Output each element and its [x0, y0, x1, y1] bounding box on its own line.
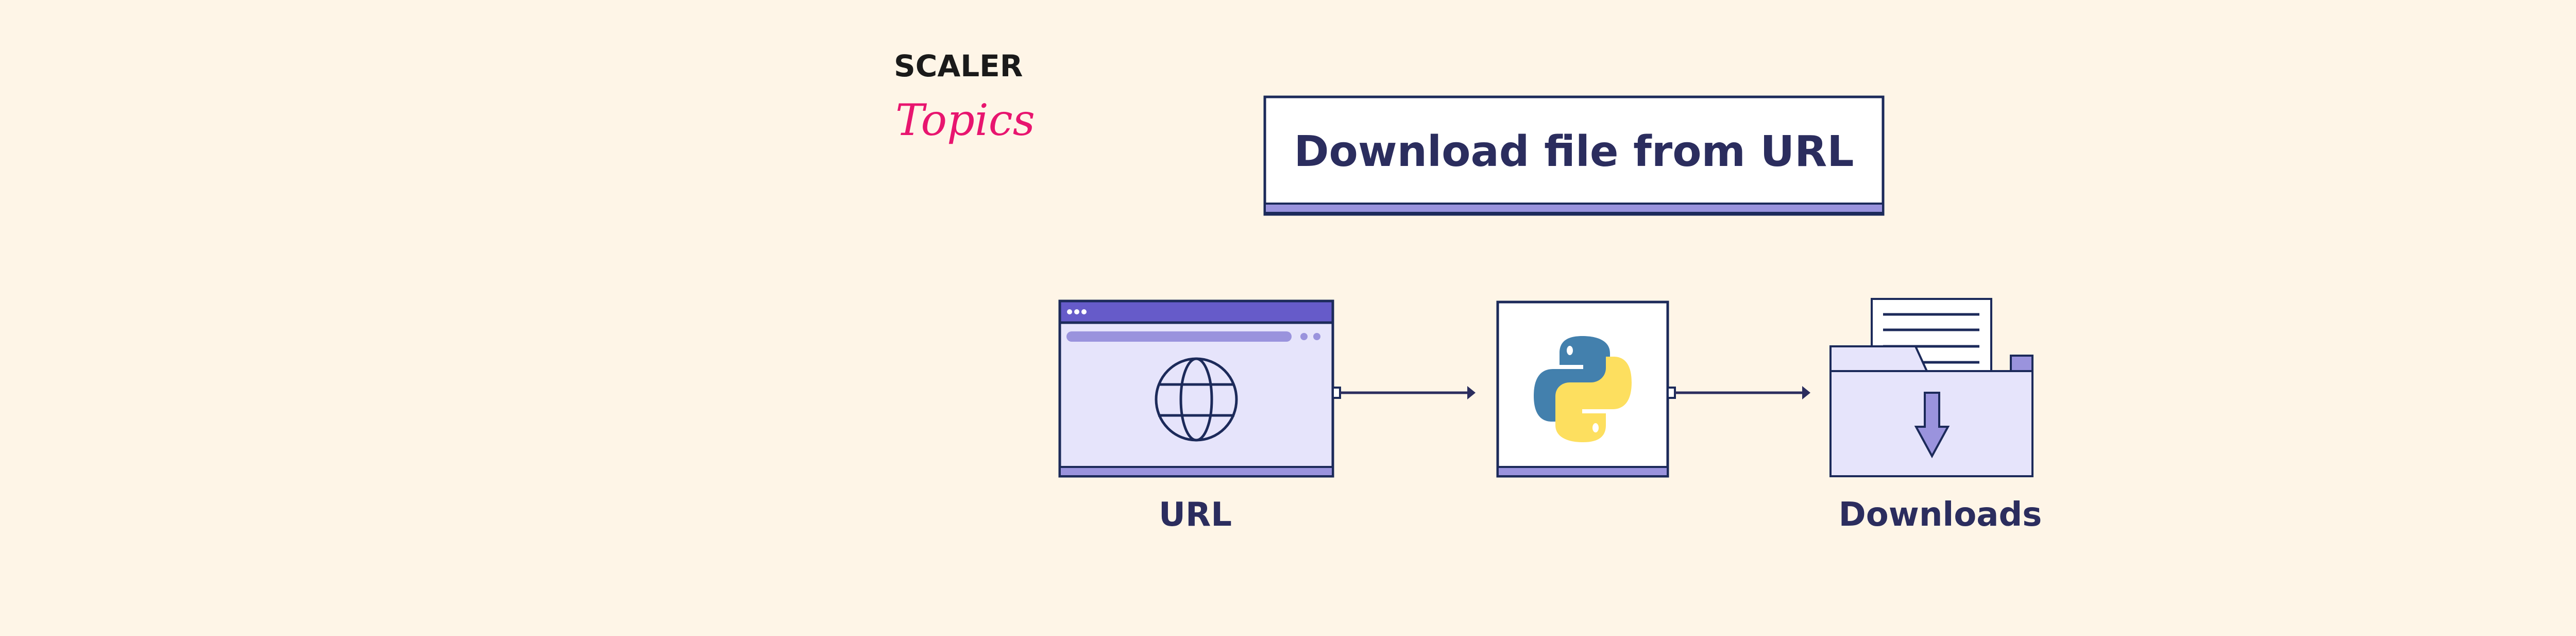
logo-scaler-text: SCALER — [894, 48, 1023, 83]
page-title: Download file from URL — [1294, 127, 1854, 176]
browser-window-icon — [1058, 299, 1334, 478]
python-box — [1496, 300, 1669, 478]
python-logo-icon — [1534, 336, 1632, 442]
downloads-folder-icon — [1829, 298, 2033, 477]
arrow-url-to-python — [1332, 386, 1476, 399]
scaler-topics-logo: SCALER Topics — [894, 48, 1035, 145]
url-label: URL — [1159, 496, 1232, 534]
arrow-python-to-downloads — [1667, 386, 1810, 399]
download-arrow-icon — [1914, 392, 1950, 459]
title-box: Download file from URL — [1263, 95, 1885, 216]
globe-icon — [1155, 357, 1238, 442]
downloads-label: Downloads — [1839, 496, 2042, 534]
logo-topics-text: Topics — [895, 95, 1035, 145]
